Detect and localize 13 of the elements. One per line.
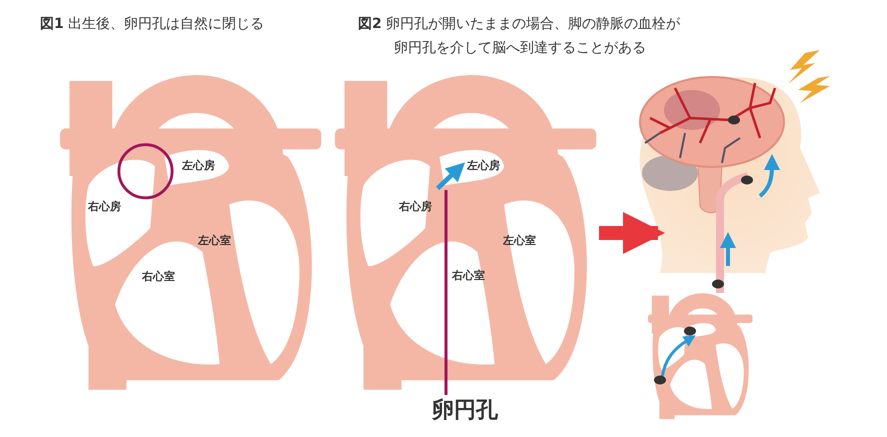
arrow: [599, 212, 665, 254]
chamber-label: 右心室: [452, 268, 485, 283]
chamber-label: 左心室: [198, 233, 231, 248]
connector: [444, 190, 448, 395]
callout-label: 卵円孔: [432, 395, 498, 425]
figure-title: 図1 出生後、卵円孔は自然に閉じる: [40, 15, 264, 34]
chamber-label: 左心房: [182, 158, 215, 173]
chamber-label: 右心室: [142, 269, 175, 284]
chamber-label: 左心房: [467, 158, 500, 173]
chamber-label: 左心室: [503, 233, 536, 248]
figure-title: 図2 卵円孔が開いたままの場合、脚の静脈の血栓が卵円孔を介して脳へ到達することがある: [358, 15, 682, 58]
chamber-label: 右心房: [88, 199, 121, 214]
chamber-label: 右心房: [399, 199, 432, 214]
